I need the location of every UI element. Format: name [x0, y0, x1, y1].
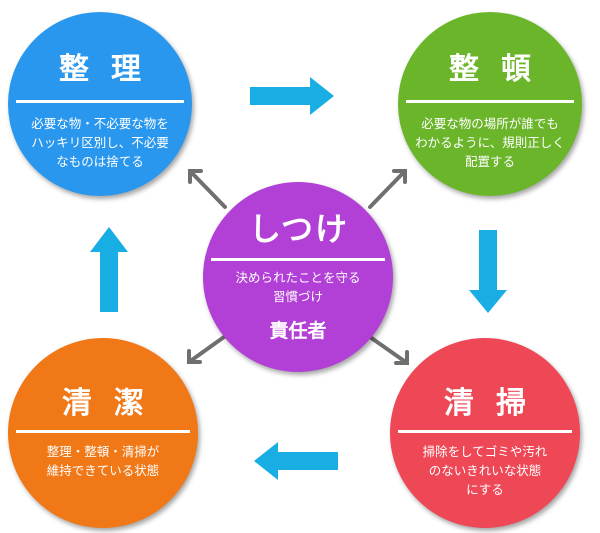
arrow-up-icon [90, 227, 128, 312]
seiri-description: 必要な物・不必要な物を ハッキリ区別し、不必要 なものは捨てる [31, 116, 169, 169]
arrow-right-icon [250, 77, 334, 115]
seiketsu-title: 清潔 [62, 386, 166, 421]
seiri-circle: 整理 必要な物・不必要な物を ハッキリ区別し、不必要 なものは捨てる [8, 12, 192, 196]
seiri-title: 整理 [59, 52, 163, 87]
cycle-arrows [90, 77, 507, 480]
seiketsu-description: 整理・整頓・清掃が 維持できている状態 [46, 444, 160, 478]
seiton-title: 整頓 [449, 52, 553, 87]
shitsuke-title: しつけ [248, 210, 350, 248]
seiso-title: 清掃 [444, 386, 548, 421]
connectors [187, 169, 409, 365]
connector-to-seiton [368, 169, 407, 209]
shitsuke-description: 決められたことを守る 習慣づけ [235, 270, 361, 304]
shitsuke-divider [211, 258, 385, 261]
seiketsu-divider [16, 430, 190, 433]
seiso-divider [398, 430, 572, 433]
shitsuke-circle: しつけ 決められたことを守る 習慣づけ 責任者 [203, 182, 393, 372]
arrow-left-icon [254, 442, 338, 480]
seiri-divider [16, 100, 184, 103]
connector-to-seiri [188, 169, 227, 209]
seiton-description: 必要な物の場所が誰でも わかるように、規則正しく 配置する [415, 116, 565, 169]
seiketsu-circle: 清潔 整理・整頓・清掃が 維持できている状態 [8, 338, 198, 528]
arrow-down-icon [469, 230, 507, 313]
seiso-description: 掃除をしてゴミや汚れ のないきれいな状態 にする [422, 444, 548, 497]
seiton-divider [406, 100, 574, 103]
seiton-circle: 整頓 必要な物の場所が誰でも わかるように、規則正しく 配置する [398, 12, 582, 196]
connector-to-seiso [368, 335, 409, 365]
connector-to-seiketsu [187, 335, 226, 364]
seiso-circle: 清掃 掃除をしてゴミや汚れ のないきれいな状態 にする [390, 338, 580, 528]
shitsuke-responsible: 責任者 [269, 320, 327, 342]
